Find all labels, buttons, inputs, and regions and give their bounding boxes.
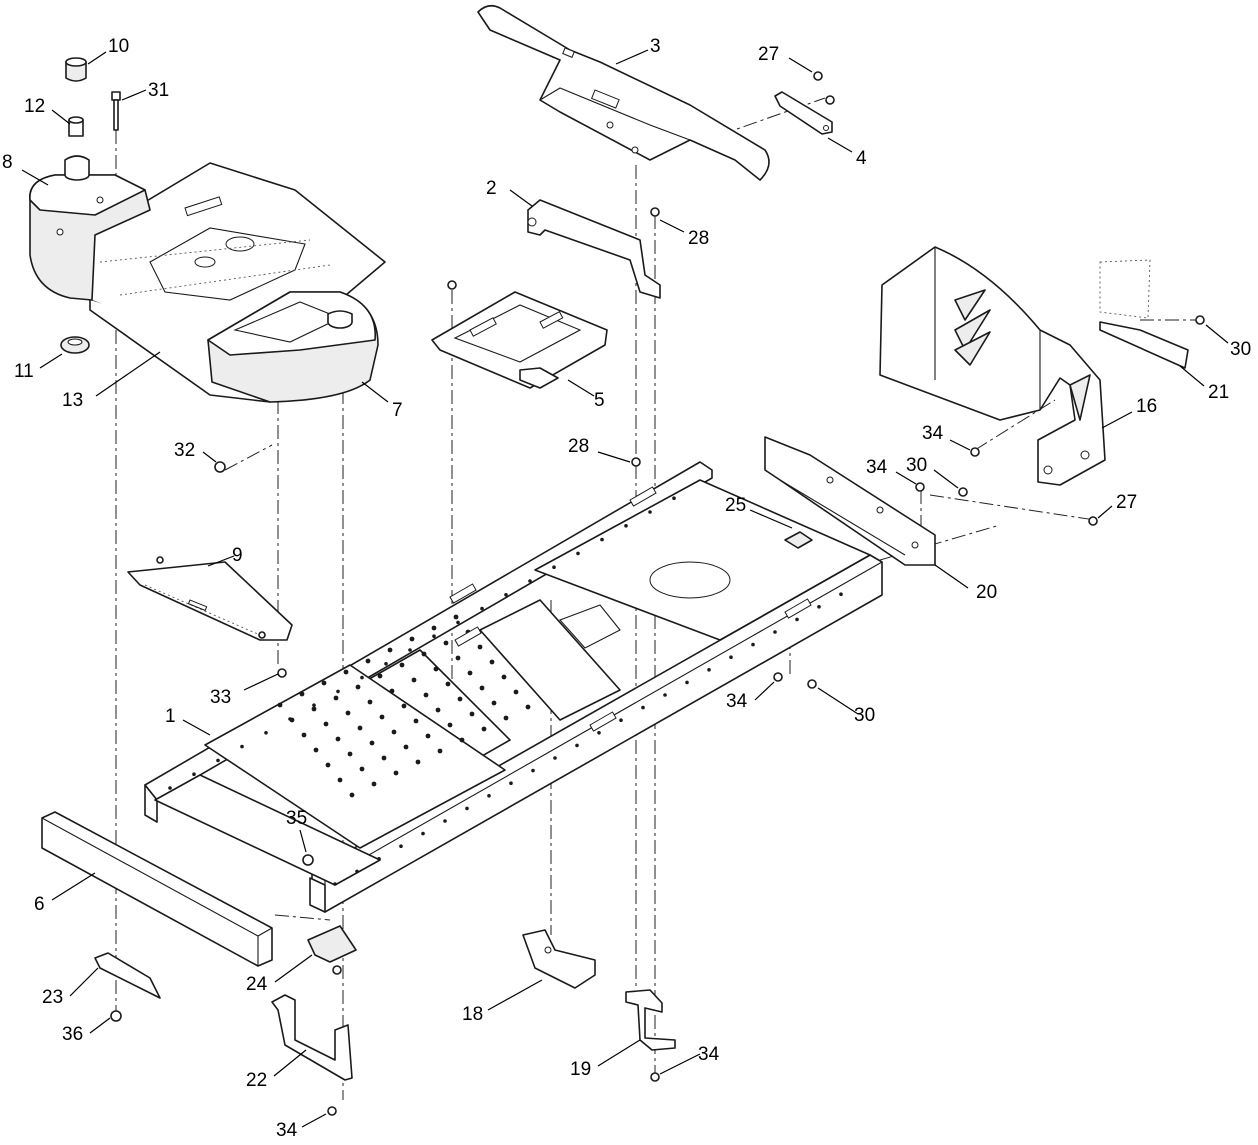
callout-1: 1 [165,706,176,727]
bracket-18 [522,929,596,989]
right-fuel-tank-7 [207,291,379,403]
bushing-12 [68,116,84,137]
callout-21: 21 [1208,382,1229,403]
callout-10: 10 [108,36,129,57]
callout-4: 4 [856,148,867,169]
callout-30: 30 [906,455,927,476]
bracket-2 [527,199,661,299]
bracket-3 [477,4,770,181]
callout-34: 34 [922,423,944,444]
fasteners [110,71,1205,1116]
callout-34: 34 [726,691,748,712]
clip-4 [774,91,833,135]
rail-holes [168,496,843,886]
callout-32: 32 [174,440,195,461]
bracket-22 [271,994,353,1081]
callout-6: 6 [34,894,45,915]
callout-22: 22 [246,1070,267,1091]
callout-34: 34 [866,457,888,478]
callout-19: 19 [570,1059,591,1080]
decal-plate [1099,259,1151,319]
callout-5: 5 [594,390,605,411]
plate-5 [431,291,608,389]
callout-2: 2 [486,178,497,199]
main-frame-1 [144,461,883,913]
bolt-27-top [813,71,823,81]
callout-11: 11 [14,361,34,382]
callout-18: 18 [462,1004,483,1025]
bracket-19 [625,989,676,1051]
deck-perforations [277,614,531,798]
callout-28: 28 [688,228,709,249]
callout-25: 25 [725,495,746,516]
callout-30: 30 [1230,339,1251,360]
callout-8: 8 [2,152,13,173]
seat-support-16 [879,246,1106,486]
callout-20: 20 [976,582,997,603]
callout-34: 34 [276,1120,298,1141]
callout-labels: 10 12 31 8 11 13 7 3 27 4 2 28 5 32 9 33… [2,36,1251,1141]
bracket-20 [764,436,936,566]
grommet-11 [60,336,90,354]
callout-24: 24 [246,974,268,995]
bracket-21 [1099,321,1189,369]
callout-35: 35 [286,808,307,829]
callout-7: 7 [392,400,403,421]
callout-33: 33 [210,687,231,708]
bracket-23 [94,952,161,999]
front-tube-6 [41,811,273,967]
plate-9 [127,556,293,641]
callout-3: 3 [650,36,661,57]
cap-10 [65,57,87,82]
leader-lines [21,49,1229,1128]
callout-13: 13 [62,390,83,411]
callout-23: 23 [42,987,63,1008]
left-fuel-tank-8 [29,155,151,301]
callout-16: 16 [1136,396,1157,417]
callout-36: 36 [62,1024,83,1045]
callout-30: 30 [854,705,875,726]
callout-34: 34 [698,1044,720,1065]
bracket-24 [307,925,357,963]
callout-9: 9 [232,545,243,566]
callout-27: 27 [758,44,779,65]
callout-28: 28 [568,436,589,457]
bolt-31 [111,91,121,131]
callout-12: 12 [24,96,45,117]
callout-31: 31 [148,80,169,101]
decal-25 [784,531,813,549]
callout-27: 27 [1116,492,1137,513]
